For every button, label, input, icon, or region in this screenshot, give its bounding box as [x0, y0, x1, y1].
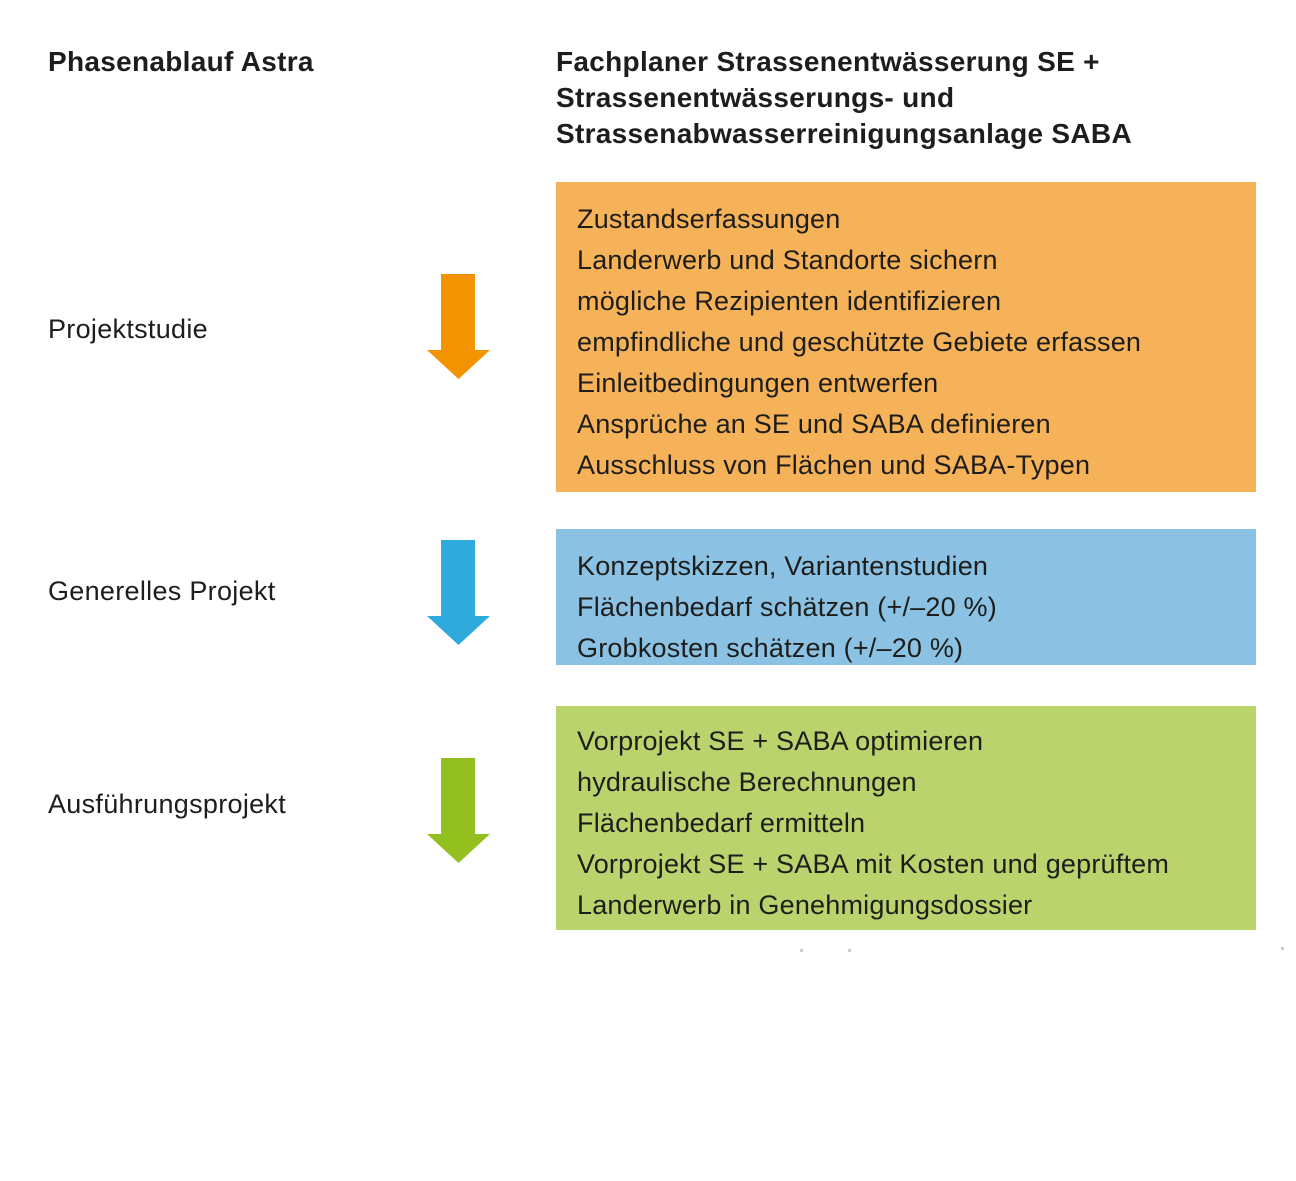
task-item: Vorprojekt SE + SABA optimieren — [577, 726, 984, 756]
left-column-header: Phasenablauf Astra — [48, 46, 314, 77]
right-header-line-1: Fachplaner Strassenentwässerung SE + — [556, 46, 1100, 77]
task-item: Konzeptskizzen, Variantenstudien — [577, 551, 989, 581]
artifact-dot — [800, 949, 803, 952]
task-item: Ausschluss von Flächen und SABA-Typen — [577, 450, 1091, 480]
task-item: Ansprüche an SE und SABA definieren — [577, 409, 1051, 439]
task-item: Einleitbedingungen entwerfen — [577, 368, 939, 398]
right-column-header: Fachplaner Strassenentwässerung SE + Str… — [556, 44, 1286, 152]
task-box-generelles-projekt: Konzeptskizzen, Variantenstudien Flächen… — [556, 529, 1256, 665]
task-item: Grobkosten schätzen (+/–20 %) — [577, 633, 964, 663]
task-box-ausfuehrungsprojekt: Vorprojekt SE + SABA optimieren hydrauli… — [556, 706, 1256, 930]
artifact-dot — [1281, 947, 1284, 950]
task-item: hydraulische Berechnungen — [577, 767, 917, 797]
phase-label-generelles-projekt: Generelles Projekt — [48, 576, 276, 606]
task-item: Flächenbedarf ermitteln — [577, 808, 866, 838]
phase-label-projektstudie: Projektstudie — [48, 314, 208, 344]
right-header-line-2: Strassenentwässerungs- und — [556, 82, 955, 113]
task-box-projektstudie: Zustandserfassungen Landerwerb und Stand… — [556, 182, 1256, 492]
artifact-dot — [848, 949, 851, 952]
phase-label-ausfuehrungsprojekt: Ausführungsprojekt — [48, 789, 287, 819]
task-item: empfindliche und geschützte Gebiete erfa… — [577, 327, 1142, 357]
right-header-line-3: Strassenabwasserreinigungsanlage SABA — [556, 118, 1132, 149]
task-item: Vorprojekt SE + SABA mit Kosten und gepr… — [577, 849, 1170, 920]
task-item: mögliche Rezipienten identifizieren — [577, 286, 1002, 316]
down-arrow-generelles-projekt — [427, 540, 490, 645]
down-arrow-ausfuehrungsprojekt — [427, 758, 490, 863]
task-item: Flächenbedarf schätzen (+/–20 %) — [577, 592, 997, 622]
down-arrow-projektstudie — [427, 274, 490, 379]
task-item: Landerwerb und Standorte sichern — [577, 245, 998, 275]
task-item: Zustandserfassungen — [577, 204, 841, 234]
